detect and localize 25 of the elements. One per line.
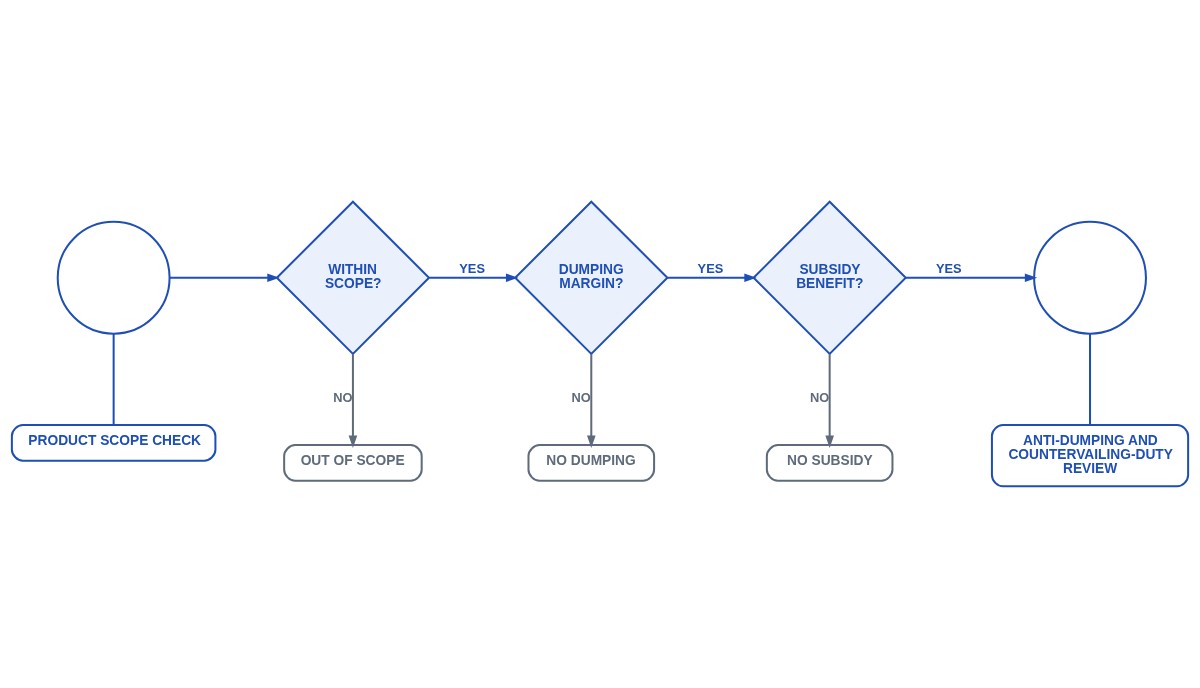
arrow <box>825 354 834 448</box>
arrow <box>586 354 596 448</box>
edge-label: YES <box>459 261 485 277</box>
edge-label: NO <box>571 389 591 405</box>
connector <box>1089 333 1092 425</box>
node-box: OUT OF SCOPE <box>283 444 423 482</box>
edge-label: YES <box>697 261 724 277</box>
node-diamond: WITHIN SCOPE? <box>275 200 431 356</box>
connector <box>112 333 115 425</box>
arrow <box>429 273 519 283</box>
edge-label: NO <box>333 389 353 405</box>
node-box: NO SUBSIDY <box>765 444 894 482</box>
arrow <box>667 273 757 283</box>
node-box: NO DUMPING <box>527 444 656 482</box>
node-diamond: SUBSIDY BENEFIT? <box>752 200 908 356</box>
edge-label: YES <box>936 261 962 277</box>
edge-label: NO <box>809 389 830 405</box>
arrow <box>169 273 280 283</box>
node-circle <box>1033 220 1147 335</box>
node-circle <box>56 220 171 335</box>
arrow <box>348 354 358 448</box>
node-box: ANTI-DUMPING AND COUNTERVAILING-DUTY REVIEW <box>990 423 1190 488</box>
node-diamond: DUMPING MARGIN? <box>513 200 669 356</box>
arrow <box>906 273 1038 283</box>
node-box: PRODUCT SCOPE CHECK <box>10 423 217 462</box>
